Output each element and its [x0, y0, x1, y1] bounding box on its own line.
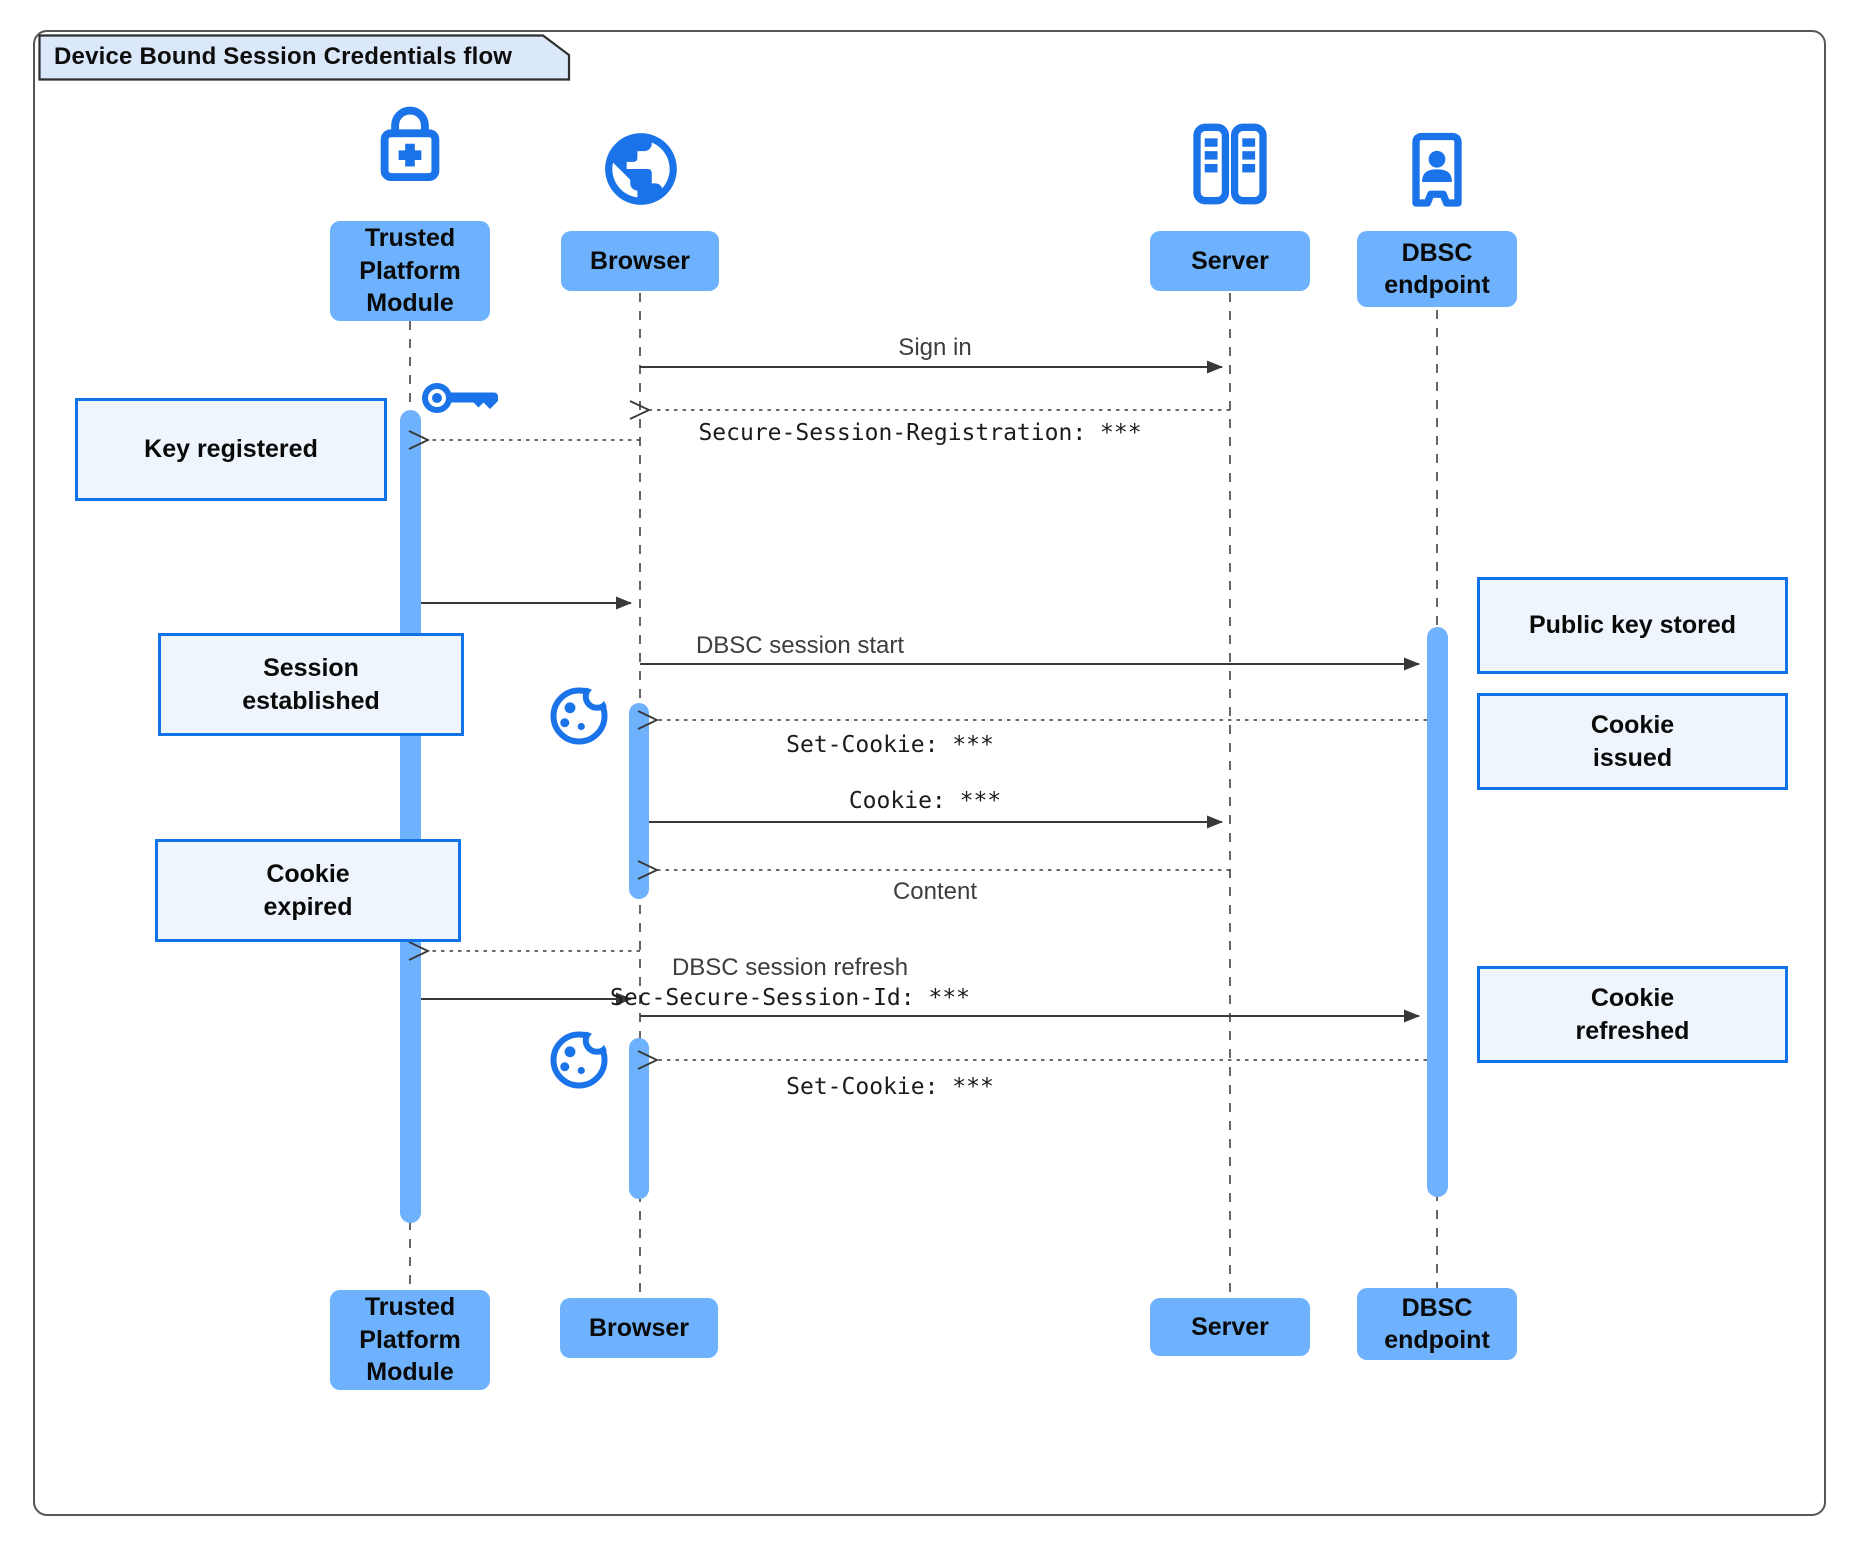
- actor-browser-bottom: Browser: [560, 1298, 718, 1358]
- server-racks-icon: [1193, 123, 1267, 205]
- title-tab-shape: [38, 34, 571, 81]
- actor-server-top: Server: [1150, 231, 1310, 291]
- actor-tpm-top: Trusted Platform Module: [330, 221, 490, 321]
- actor-dbsc-endpoint-top: DBSC endpoint: [1357, 231, 1517, 307]
- message-label-set-cookie-1: Set-Cookie: ***: [786, 732, 994, 758]
- message-label-set-cookie-2: Set-Cookie: ***: [786, 1074, 994, 1100]
- actor-browser-top: Browser: [561, 231, 719, 291]
- cookie-icon: [550, 686, 609, 745]
- key-icon: [422, 383, 498, 413]
- message-label-sign-in: Sign in: [898, 334, 972, 361]
- actor-tpm-bottom: Trusted Platform Module: [330, 1290, 490, 1390]
- message-label-sec-secure-session-id: Sec-Secure-Session-Id: ***: [609, 985, 971, 1011]
- diagram-title-tab: Device Bound Session Credentials flow: [38, 34, 572, 82]
- message-label-session-registration: Secure-Session-Registration: ***: [698, 420, 1142, 446]
- activation-bar-browser-1: [629, 703, 649, 899]
- actor-dbsc-endpoint-bottom: DBSC endpoint: [1357, 1288, 1517, 1360]
- cookie-icon: [550, 1030, 609, 1089]
- note-cookie-refreshed: Cookie refreshed: [1477, 966, 1788, 1063]
- activation-bar-dbsc: [1427, 627, 1448, 1197]
- note-key-registered: Key registered: [75, 398, 387, 501]
- activation-bar-browser-2: [629, 1038, 649, 1199]
- message-label-cookie: Cookie: ***: [848, 788, 1002, 814]
- actor-server-bottom: Server: [1150, 1298, 1310, 1356]
- globe-icon: [605, 133, 677, 205]
- note-public-key-stored: Public key stored: [1477, 577, 1788, 674]
- note-cookie-issued: Cookie issued: [1477, 693, 1788, 790]
- message-label-dbsc-session-refresh: DBSC session refresh: [671, 954, 909, 981]
- note-session-established: Session established: [158, 633, 464, 736]
- message-label-dbsc-session-start: DBSC session start: [695, 632, 905, 659]
- message-label-content: Content: [892, 878, 978, 905]
- activation-bar-tpm: [400, 410, 421, 1223]
- note-cookie-expired: Cookie expired: [155, 839, 461, 942]
- page-title: Device Bound Session Credentials flow: [54, 43, 513, 70]
- lock-plus-icon: [380, 106, 440, 181]
- door-person-icon: [1412, 132, 1462, 207]
